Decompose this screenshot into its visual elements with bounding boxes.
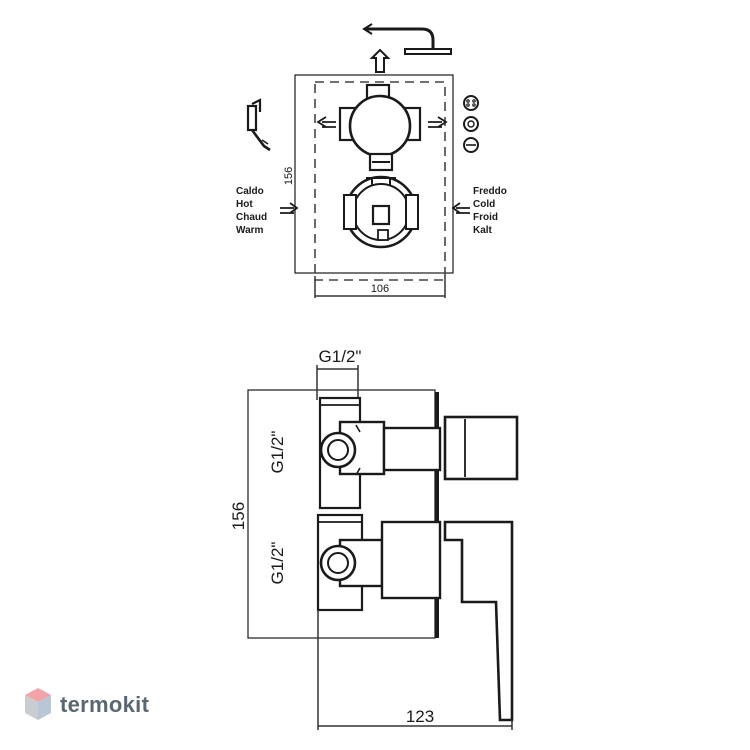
outlet-arrow-left-icon	[316, 116, 336, 128]
top-height-dimension-label: 156	[283, 167, 295, 185]
cold-label-it: Freddo	[473, 186, 507, 197]
side-depth-dimension-line	[317, 610, 513, 730]
cold-inlet-arrow-icon	[451, 202, 470, 214]
cold-label-en: Cold	[473, 199, 495, 210]
top-view: 106 156	[236, 23, 507, 298]
hot-label-it: Caldo	[236, 186, 264, 197]
hot-label-en: Hot	[236, 199, 253, 210]
top-view-plate-outline	[294, 74, 454, 274]
upper-valve-body	[318, 396, 519, 510]
cold-label-fr: Froid	[473, 212, 498, 223]
hot-labels: Caldo Hot Chaud Warm	[236, 186, 267, 236]
brand-name: termokit	[60, 692, 150, 717]
cold-label-de: Kalt	[473, 225, 493, 236]
top-width-dimension-line	[314, 276, 446, 298]
mixer-cartridge	[343, 175, 419, 249]
top-thread-label: G1/2"	[319, 347, 362, 366]
side-view: G1/2" G1/2" G1/2" 1	[229, 347, 519, 730]
termokit-logo-icon	[25, 688, 51, 720]
hot-label-de: Warm	[236, 225, 264, 236]
selector-position-icons	[463, 95, 479, 153]
side-depth-dimension-label: 123	[406, 707, 434, 726]
top-width-dimension-label: 106	[371, 283, 389, 295]
top-thread-dimension-line	[316, 365, 359, 400]
lower-thread-label: G1/2"	[268, 542, 287, 585]
diverter-cross	[338, 83, 422, 172]
cold-labels: Freddo Cold Froid Kalt	[473, 186, 507, 236]
side-height-dimension-label: 156	[229, 502, 248, 530]
outlet-arrow-right-icon	[428, 116, 448, 128]
brand-watermark: termokit	[25, 688, 150, 720]
hot-label-fr: Chaud	[236, 212, 267, 223]
shower-head-icon	[362, 23, 452, 55]
upper-thread-label: G1/2"	[268, 431, 287, 474]
top-view-dashed-body	[314, 81, 446, 281]
lower-valve-body	[316, 513, 514, 722]
outlet-arrow-up-icon	[369, 48, 391, 73]
hand-shower-icon	[246, 98, 271, 152]
hot-inlet-arrow-icon	[280, 202, 299, 214]
